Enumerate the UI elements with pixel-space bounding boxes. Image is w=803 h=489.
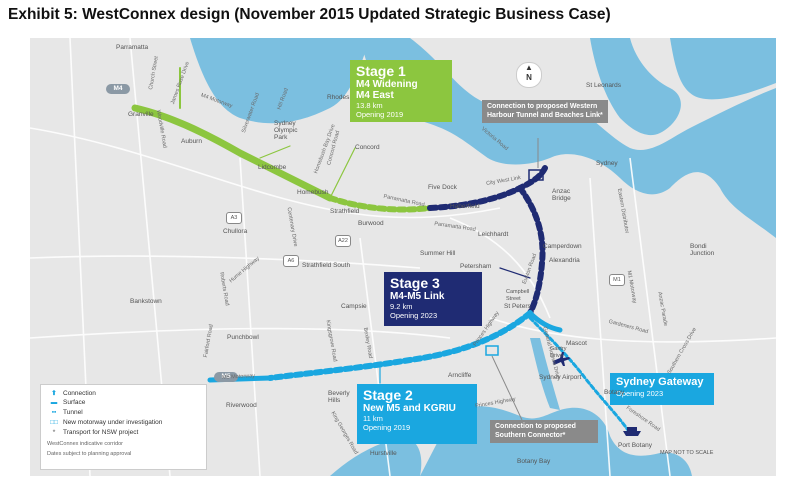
map-canvas[interactable]: ▲N M4 M5 A3 A6 A22 M1 Stage 1 M4 Widenin…: [30, 38, 776, 476]
legend-connection: Connection: [63, 390, 96, 397]
investigation-markers: [485, 169, 544, 356]
stage3-route: [427, 165, 548, 316]
place-auburn: Auburn: [181, 138, 202, 145]
place-five-dock: Five Dock: [428, 184, 457, 191]
gateway-box[interactable]: Sydney Gateway Opening 2023: [610, 373, 714, 405]
legend-surface: Surface: [63, 399, 86, 406]
place-concord: Concord: [355, 144, 380, 151]
place-hurstville: Hurstville: [370, 450, 397, 457]
stage2-sub1: New M5 and KGRIU: [363, 403, 456, 414]
airport-icon: [553, 352, 570, 366]
stage2-opening: Opening 2019: [363, 423, 411, 432]
place-homebush: Homebush: [297, 189, 329, 196]
place-summer-hill: Summer Hill: [420, 250, 456, 257]
a22-shield: A22: [335, 235, 351, 247]
stage2-title: Stage 2: [363, 387, 413, 403]
stage2-length: 11 km: [363, 414, 383, 423]
surface-icon: ▬: [50, 399, 58, 406]
connection-icon: ⬆: [51, 390, 57, 397]
place-petersham: Petersham: [460, 263, 492, 270]
place-st-leonards: St Leonards: [586, 82, 622, 89]
stage1-sub2: M4 East: [356, 90, 394, 101]
place-anzac-bridge: Anzac Bridge: [552, 188, 571, 202]
gateway-title: Sydney Gateway: [616, 376, 704, 388]
place-beverly-hills: Beverly Hills: [328, 390, 350, 404]
western-harbour-callout: Connection to proposed Western Harbour T…: [482, 100, 608, 123]
tfnsw-icon: *: [52, 429, 56, 436]
legend-dates: Dates subject to planning approval: [47, 451, 132, 457]
legend-investigation: New motorway under investigation: [63, 419, 163, 426]
stage3-sub1: M4-M5 Link: [390, 291, 445, 302]
lane-cove-river: [590, 38, 681, 136]
place-punchbowl: Punchbowl: [227, 334, 259, 341]
place-sydney: Sydney: [596, 160, 618, 167]
georges-river: [330, 437, 422, 476]
place-campsie: Campsie: [341, 303, 367, 310]
stage3-title: Stage 3: [390, 275, 440, 291]
place-parramatta: Parramatta: [116, 44, 149, 51]
m5-shield: M5: [214, 372, 238, 382]
place-strathfield: Strathfield: [330, 208, 360, 215]
exhibit-title: Exhibit 5: WestConnex design (November 2…: [8, 6, 611, 23]
place-burwood: Burwood: [358, 220, 384, 227]
place-granville: Granville: [128, 111, 154, 118]
place-lidcombe: Lidcombe: [258, 164, 287, 171]
map-not-to-scale: MAP NOT TO SCALE: [660, 450, 714, 456]
stage1-sub1: M4 Widening: [356, 79, 418, 90]
north-label: N: [526, 73, 532, 82]
gateway-opening: Opening 2023: [616, 389, 664, 398]
place-bankstown: Bankstown: [130, 298, 162, 305]
place-mascot: Mascot: [566, 340, 587, 347]
stage1-title: Stage 1: [356, 63, 406, 79]
stage1-box[interactable]: Stage 1 M4 Widening M4 East 13.8 km Open…: [350, 60, 452, 122]
ship-icon: [623, 427, 641, 436]
place-sydney-airport: Sydney Airport: [539, 374, 582, 381]
place-sydney-olympic-park: Sydney Olympic Park: [274, 120, 298, 141]
callout-lines: [491, 138, 539, 421]
place-botany: Botany: [604, 389, 625, 396]
legend-tunnel: Tunnel: [63, 409, 83, 416]
cooks-river: [530, 338, 560, 410]
stage3-opening: Opening 2023: [390, 311, 438, 320]
place-camperdown: Camperdown: [543, 243, 582, 250]
place-haberfield: Haberfield: [450, 203, 480, 210]
place-campbell-street: Campbell Street: [506, 289, 530, 302]
m1-shield: M1: [609, 274, 625, 286]
stage3-length: 9.2 km: [390, 302, 413, 311]
north-arrow: ▲N: [516, 62, 542, 88]
parramatta-river: [190, 38, 370, 124]
stage1-route: [131, 67, 433, 213]
place-port-botany: Port Botany: [618, 442, 652, 449]
place-st-peters: St Peters: [504, 303, 531, 310]
middle-harbour: [670, 38, 776, 100]
place-bondi-junction: Bondi Junction: [690, 243, 715, 257]
legend-corridor: WestConnex indicative corridor: [47, 441, 124, 447]
investigation-icon: □□: [50, 419, 58, 426]
stage1-length: 13.8 km: [356, 101, 383, 110]
a3-shield: A3: [226, 212, 242, 224]
legend-tfnsw: Transport for NSW project: [63, 429, 139, 436]
place-alexandria: Alexandria: [549, 257, 580, 264]
place-strathfield-south: Strathfield South: [302, 262, 351, 269]
gateway-route: [528, 316, 632, 435]
place-rhodes: Rhodes: [327, 94, 350, 101]
stage2-box[interactable]: Stage 2 New M5 and KGRIU 11 km Opening 2…: [357, 384, 477, 444]
place-botany-bay: Botany Bay: [517, 458, 551, 465]
place-gantry-drive: Gantry Drive: [550, 346, 567, 359]
place-chullora: Chullora: [223, 228, 248, 235]
m4-shield: M4: [106, 84, 130, 94]
place-leichhardt: Leichhardt: [478, 231, 509, 238]
north-arrow-icon: ▲: [525, 63, 533, 72]
sydney-harbour: [360, 38, 776, 238]
tunnel-icon: ▪▪: [51, 409, 57, 416]
southern-connector-callout: Connection to proposed Southern Connecto…: [490, 420, 598, 443]
place-arncliffe: Arncliffe: [448, 372, 472, 379]
a6-shield: A6: [283, 255, 299, 267]
place-riverwood: Riverwood: [226, 402, 257, 409]
legend: ⬆ Connection ▬ Surface ▪▪ Tunnel □□ New moto…: [40, 384, 207, 470]
stage3-box[interactable]: Stage 3 M4-M5 Link 9.2 km Opening 2023: [384, 272, 482, 326]
stage1-opening: Opening 2019: [356, 110, 404, 119]
